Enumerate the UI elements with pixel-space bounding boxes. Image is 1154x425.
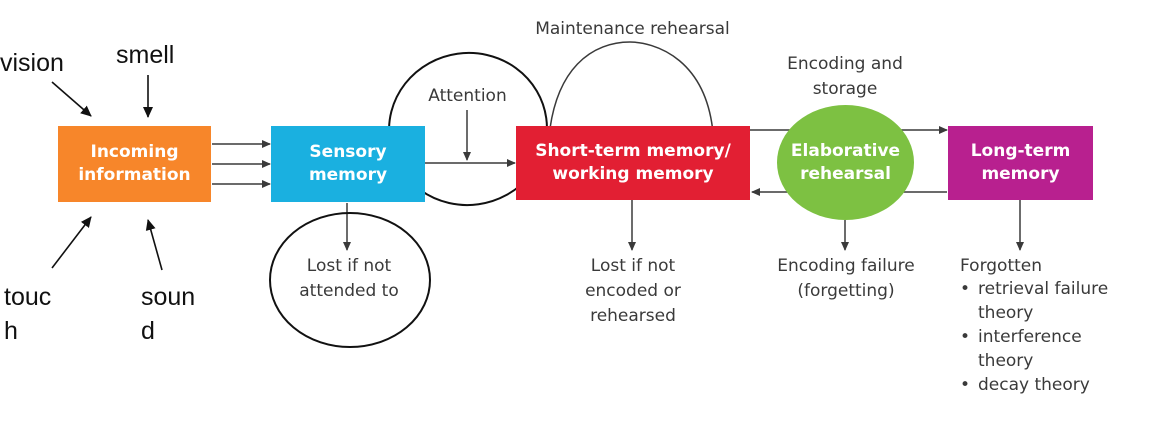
incoming-information-box: Incoming information: [58, 126, 211, 202]
encoding-and-storage-label: Encoding and storage: [787, 54, 903, 99]
lost-if-not-attended-label: Lost if not attended to: [299, 256, 399, 301]
short-term-memory-box: Short-term memory/ working memory: [516, 126, 750, 200]
elaborative-rehearsal-node: Elaborative rehearsal: [777, 105, 914, 220]
list-item: decay theory: [958, 373, 1148, 397]
maintenance-rehearsal-label: Maintenance rehearsal: [535, 19, 730, 39]
list-item: retrieval failure theory: [958, 277, 1148, 325]
forgetting-theories-list: retrieval failure theory interference th…: [958, 277, 1148, 397]
incoming-to-sensory-arrows: [212, 140, 271, 188]
touch-annotation-arrow: [51, 216, 92, 269]
list-item: interference theory: [958, 325, 1148, 373]
sound-annotation-arrow: [145, 219, 163, 271]
attention-label: Attention: [428, 86, 507, 106]
maintenance-loop-arrow: [544, 41, 715, 154]
sound-annotation: soun d: [141, 283, 196, 345]
touch-annotation: touc h: [4, 283, 52, 345]
vision-annotation-arrow: [51, 81, 92, 117]
lost-if-not-encoded-label: Lost if not encoded or rehearsed: [585, 256, 681, 326]
vision-annotation: vision: [0, 49, 64, 77]
long-term-memory-box: Long-term memory: [948, 126, 1093, 200]
encoding-failure-label: Encoding failure (forgetting): [777, 256, 915, 301]
forgotten-label: Forgotten: [960, 256, 1043, 276]
lost-sensory-hand-circle: [269, 212, 431, 348]
sensory-memory-box: Sensory memory: [271, 126, 425, 202]
smell-annotation: smell: [116, 41, 175, 69]
